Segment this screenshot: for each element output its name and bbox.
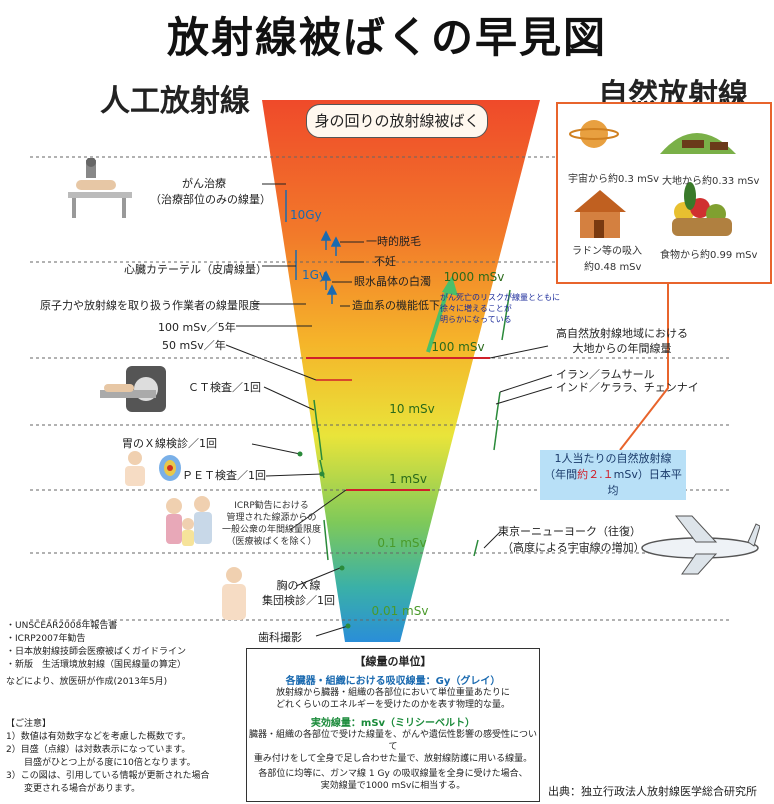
scale-1msv: 1 mSv [389, 472, 427, 486]
cancer-treatment-sub: （治療部位のみの線量） [150, 193, 271, 206]
scale-01msv: 0.1 mSv [377, 536, 427, 550]
cosmic-dose: 宇宙から約0.3 mSv [568, 174, 660, 185]
scale-10msv: 10 mSv [389, 402, 435, 416]
funnel-shape [262, 100, 540, 642]
airplane-icon [641, 515, 760, 575]
iran-ramsar: イラン／ラムサール [556, 368, 655, 381]
gy-1: 1Gy [302, 268, 327, 282]
left-leaders [225, 183, 349, 637]
japan-average: 1人当たりの自然放射線 （年間約２.１mSv）日本平均 [540, 450, 686, 500]
effect-infertility: 不妊 [374, 255, 396, 268]
funnel-title: 身の回りの放射線被ばく [306, 104, 488, 138]
cancer-treatment: がん治療 [182, 177, 226, 190]
dose-dots [297, 451, 351, 629]
effect-hematopoietic: 造血系の機能低下 [352, 299, 440, 312]
catheter: 心臓カテーテル（皮膚線量） [124, 263, 267, 276]
ground-dose: 大地から約0.33 mSv [662, 176, 760, 187]
limit-5y: 100 mSv／5年 [158, 321, 236, 334]
ct-exam: ＣＴ検査／1回 [188, 381, 261, 394]
effect-leaders [332, 241, 364, 307]
gy-10: 10Gy [290, 208, 322, 222]
radiotherapy-illustration [68, 158, 132, 218]
house-icon [574, 190, 626, 238]
units-title: 【線量の単位】 [354, 655, 432, 668]
family-illustration [166, 496, 212, 546]
chest-patient-illustration [222, 567, 246, 620]
sources-list: ・UNSCEAR2008年報告書 ・ICRP2007年勧告 ・日本放射線技師会医… [6, 621, 187, 687]
notes-section: 【ご注意】 1）数値は有効数字などを考慮した概数です。 2）目盛（点線）は対数表… [6, 719, 210, 794]
chest-xray: 胸のＸ線 集団検診／1回 [262, 579, 335, 607]
scale-001msv: 0.01 mSv [371, 604, 429, 618]
absorbed-dose-heading: 各臓器・組織における吸収線量：Gy（グレイ） [285, 676, 501, 687]
absorbed-dose-body: 放射線から臓器・組織の各部位において単位重量あたりに どれくらいのエネルギーを受… [275, 688, 510, 710]
right-dose-ticks [473, 289, 511, 557]
effect-arrows [320, 230, 342, 304]
fruit-basket-icon [672, 182, 732, 236]
left-heading: 人工放射線 [100, 84, 250, 119]
cancer-note: がん死亡のリスクが線量とともに 徐々に増えることが 明らかになっている [440, 293, 560, 324]
page-title: 放射線被ばくの早見図 [166, 13, 607, 62]
scale-1000msv: 1000 mSv [443, 270, 505, 284]
gy-ticks [285, 190, 297, 280]
icrp-limit: ICRP勧告における 管理された線源からの 一般公衆の年間線量限度 （医療被ばく… [222, 501, 322, 547]
dose-units-box: 【線量の単位】 各臓器・組織における吸収線量：Gy（グレイ） 放射線から臓器・組… [246, 648, 540, 802]
pet-scan-illustration [159, 455, 181, 481]
limit-1y: 50 mSv／年 [162, 339, 226, 352]
tokyo-ny-flight-sub: （高度による宇宙線の増加） [502, 541, 645, 554]
india-kerala: インド／ケララ、チェンナイ [556, 381, 699, 394]
worker-limit: 原子力や放射線を取り扱う作業者の線量限度 [40, 299, 260, 312]
food-dose: 食物から約0.99 mSv [660, 250, 758, 261]
effect-hair-loss: 一時的脱毛 [366, 235, 421, 248]
right-leaders [483, 345, 553, 549]
planet-icon [569, 120, 619, 148]
effective-dose-body: 臓器・組織の各部位で受けた線量を、がんや遺伝性影響の感受性について 重み付けをし… [248, 730, 537, 764]
high-natural-area: 高自然放射線地域における 大地からの年間線量 [556, 327, 688, 355]
pet-exam: ＰＥＴ検査／1回 [182, 469, 266, 482]
natural-connector [619, 280, 669, 451]
scale-100msv: 100 mSv [431, 340, 485, 354]
cancer-risk-arrow [426, 281, 452, 353]
source-credit: 出典：独立行政法人放射線医学総合研究所 [548, 785, 757, 798]
natural-illustrations [569, 120, 736, 238]
ct-scanner-illustration [100, 366, 166, 412]
effective-dose-heading: 実効線量：mSv（ミリシーベルト） [310, 718, 476, 729]
gy-msv-relation: 各部位に均等に、ガンマ線 1 Gy の吸収線量を全身に受けた場合、 実効線量で1… [258, 769, 528, 791]
hill-icon [660, 133, 736, 154]
dental-xray: 歯科撮影 [258, 631, 302, 644]
patient-illustration [125, 451, 145, 486]
effect-cataract: 眼水晶体の白濁 [354, 275, 431, 288]
radon-dose-value: 約0.48 mSv [584, 262, 642, 273]
radon-dose: ラドン等の吸入 [572, 246, 642, 257]
stomach-xray: 胃のＸ線検診／1回 [122, 437, 217, 450]
tokyo-ny-flight: 東京ーニューヨーク（往復） [498, 525, 641, 538]
